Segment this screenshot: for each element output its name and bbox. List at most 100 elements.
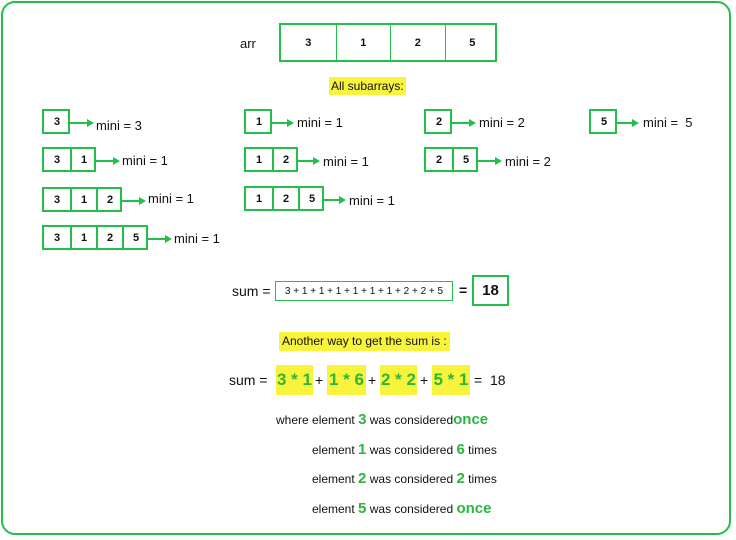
array-cell: 3 xyxy=(305,36,312,49)
subarray-cell: 2 xyxy=(272,149,298,170)
arrow-line xyxy=(96,160,114,162)
subarray: 3 xyxy=(42,109,70,134)
subarray: 2 xyxy=(424,109,452,134)
explanation-middle: was considered xyxy=(369,413,454,427)
subarray-cell: 1 xyxy=(70,189,96,210)
explanation-middle: was considered xyxy=(369,502,454,516)
sum-label: sum = xyxy=(232,283,271,299)
subarray-cell: 2 xyxy=(96,227,122,248)
explanation-middle: was considered xyxy=(369,443,454,457)
arrow-head xyxy=(87,119,94,127)
arrow-line xyxy=(298,160,314,162)
arrow-line xyxy=(324,199,340,201)
plus-sign: + xyxy=(368,372,377,388)
subarray-cell: 2 xyxy=(435,115,443,128)
subarray-cell: 2 xyxy=(435,153,443,166)
arrow-head xyxy=(339,196,346,204)
subarray: 3 1 xyxy=(42,147,96,172)
subarray-cell: 1 xyxy=(255,153,263,166)
subarray-cell: 3 xyxy=(53,153,61,166)
subarray-cell: 5 xyxy=(452,149,478,170)
explanation-prefix: element xyxy=(312,443,355,457)
explanation-suffix: times xyxy=(468,472,497,486)
mini-label: mini = 1 xyxy=(297,115,343,130)
another-way-heading: Another way to get the sum is : xyxy=(279,332,450,351)
alt-sum-term: 1 * 6 xyxy=(327,365,366,395)
sum-result: 18 xyxy=(472,275,509,306)
subarray-cell: 3 xyxy=(53,193,61,206)
subarray-cell: 5 xyxy=(122,227,148,248)
arrow-head xyxy=(469,119,476,127)
arrow-head xyxy=(313,157,320,165)
explanation-line: element 2 was considered 2 times xyxy=(312,470,497,487)
explanation-line: element 5 was considered once xyxy=(312,500,491,517)
explanation-suffix: times xyxy=(468,443,497,457)
explanation-line: where element 3 was consideredonce xyxy=(276,411,488,428)
explanation-element: 1 xyxy=(358,441,367,458)
arrow-line xyxy=(478,160,496,162)
subarray-cell: 3 xyxy=(53,115,61,128)
subarrays-heading: All subarrays: xyxy=(329,77,406,95)
subarray: 3 1 2 xyxy=(42,187,122,212)
mini-label: mini = 1 xyxy=(148,191,194,206)
explanation-count: once xyxy=(453,411,489,428)
arrow-head xyxy=(287,119,294,127)
sum-equals: = xyxy=(459,282,468,298)
alt-sum-term: 3 * 1 xyxy=(276,365,313,395)
alt-sum-term: 5 * 1 xyxy=(432,365,470,395)
mini-label: mini = 1 xyxy=(174,231,220,246)
arrow-line xyxy=(148,238,166,240)
subarray-cell: 2 xyxy=(272,188,298,209)
arrow-line xyxy=(122,200,140,202)
arrow-head xyxy=(495,157,502,165)
subarray-cell: 1 xyxy=(255,115,263,128)
alt-sum-equals: = xyxy=(474,372,483,388)
explanation-prefix: element xyxy=(312,502,355,516)
explanation-element: 3 xyxy=(358,411,367,428)
explanation-line: element 1 was considered 6 times xyxy=(312,441,497,458)
arrow-head xyxy=(632,119,639,127)
arrow-line xyxy=(70,122,88,124)
subarray: 2 5 xyxy=(424,147,478,172)
mini-label: mini = 1 xyxy=(122,153,168,168)
explanation-element: 5 xyxy=(358,500,367,517)
arrow-head xyxy=(139,197,146,205)
array-box: 3 1 2 5 xyxy=(279,23,497,62)
alt-sum-term: 2 * 2 xyxy=(380,365,417,395)
subarray-cell: 1 xyxy=(255,192,263,205)
alt-sum-label: sum = xyxy=(229,372,268,388)
explanation-count: 6 xyxy=(456,441,465,458)
subarray: 5 xyxy=(589,109,617,134)
array-cell: 1 xyxy=(335,25,391,60)
subarray-cell: 5 xyxy=(298,188,324,209)
explanation-prefix: element xyxy=(312,472,355,486)
explanation-count: 2 xyxy=(456,470,465,487)
explanation-middle: was considered xyxy=(369,472,454,486)
mini-label: mini = 2 xyxy=(479,115,525,130)
mini-label: mini = 1 xyxy=(323,154,369,169)
mini-label: mini = 2 xyxy=(505,154,551,169)
explanation-element: 2 xyxy=(358,470,367,487)
arrow-line xyxy=(617,122,633,124)
plus-sign: + xyxy=(315,372,324,388)
arrow-line xyxy=(452,122,470,124)
subarray-cell: 3 xyxy=(53,231,61,244)
arr-label: arr xyxy=(240,36,256,51)
subarray-cell: 1 xyxy=(70,227,96,248)
alt-sum-result: 18 xyxy=(490,372,506,388)
arrow-head xyxy=(165,235,172,243)
array-cell: 2 xyxy=(390,25,445,60)
explanation-count: once xyxy=(456,500,492,517)
subarray: 3 1 2 5 xyxy=(42,225,148,250)
subarray-cell: 1 xyxy=(70,149,96,170)
mini-label: mini = 3 xyxy=(96,118,142,133)
subarray: 1 xyxy=(244,109,272,134)
mini-label: mini = 5 xyxy=(643,115,693,130)
subarray-cell: 5 xyxy=(600,115,608,128)
sum-expression: 3 + 1 + 1 + 1 + 1 + 1 + 1 + 2 + 2 + 5 xyxy=(275,281,453,301)
subarray: 1 2 5 xyxy=(244,186,324,211)
mini-label: mini = 1 xyxy=(349,193,395,208)
explanation-prefix: where element xyxy=(276,413,355,427)
arrow-line xyxy=(272,122,288,124)
subarray: 1 2 xyxy=(244,147,298,172)
